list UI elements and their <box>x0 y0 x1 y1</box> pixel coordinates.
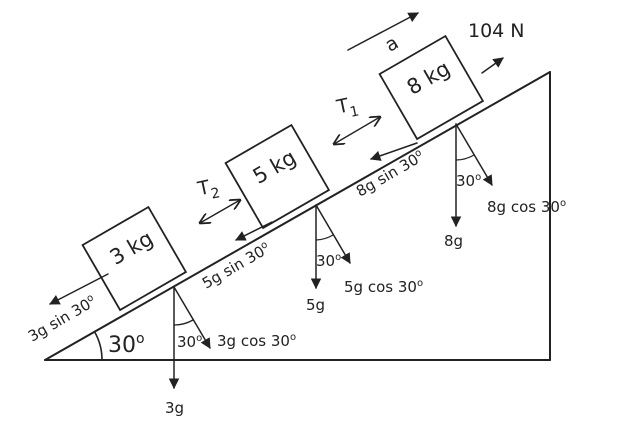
block-5kg: 5 kg <box>224 123 331 230</box>
8kg-normal-label: 8g cos 30o <box>487 198 566 216</box>
tension-t1-label: T1 <box>334 93 361 124</box>
3kg-normal-arrow <box>173 286 211 349</box>
3kg-angle-arc <box>173 319 194 326</box>
3kg-weight-label: 3g <box>165 399 184 417</box>
incline-surface <box>44 71 551 361</box>
incline-angle-label: 30o <box>108 331 145 358</box>
3kg-normal-label: 3g cos 30o <box>217 332 296 350</box>
8kg-weight-label: 8g <box>444 232 463 250</box>
5kg-normal-arrow <box>315 204 351 264</box>
5kg-parallel-arrow <box>235 221 273 241</box>
incline-angle-arc <box>93 330 103 361</box>
block-5kg-label: 5 kg <box>249 145 300 189</box>
forces-5kg: 5g sin 30o 5g 5g cos 30o 30o <box>199 204 423 314</box>
incline-wedge: 30o <box>44 71 551 361</box>
5kg-angle-arc <box>315 234 334 241</box>
3kg-angle-label: 30o <box>177 333 202 351</box>
5kg-normal-label: 5g cos 30o <box>344 278 423 296</box>
3kg-parallel-label: 3g sin 30o <box>25 292 99 345</box>
8kg-angle-label: 30o <box>456 172 481 190</box>
tension-t2-label: T2 <box>195 174 222 205</box>
forces-8kg: 8g sin 30o 8g 8g cos 30o 30o <box>353 123 566 250</box>
3kg-parallel-arrow <box>49 273 109 305</box>
8kg-angle-arc <box>455 154 475 161</box>
acceleration-label: a <box>381 32 402 57</box>
block-8kg-label: 8 kg <box>403 56 454 100</box>
applied-force-label: 104 N <box>468 20 525 42</box>
8kg-parallel-arrow <box>370 142 418 161</box>
tension-t2-arrows <box>200 200 240 223</box>
5kg-weight-label: 5g <box>306 296 325 314</box>
block-3kg: 3 kg <box>81 205 188 312</box>
tension-t1-arrows <box>334 117 380 144</box>
8kg-parallel-label: 8g sin 30o <box>353 147 427 200</box>
applied-force-arrow <box>481 57 504 74</box>
forces-3kg: 3g sin 30o 3g 3g cos 30o 30o <box>25 273 296 417</box>
5kg-angle-label: 30o <box>316 252 341 270</box>
block-3kg-label: 3 kg <box>106 226 157 270</box>
acceleration-arrow <box>347 12 419 51</box>
